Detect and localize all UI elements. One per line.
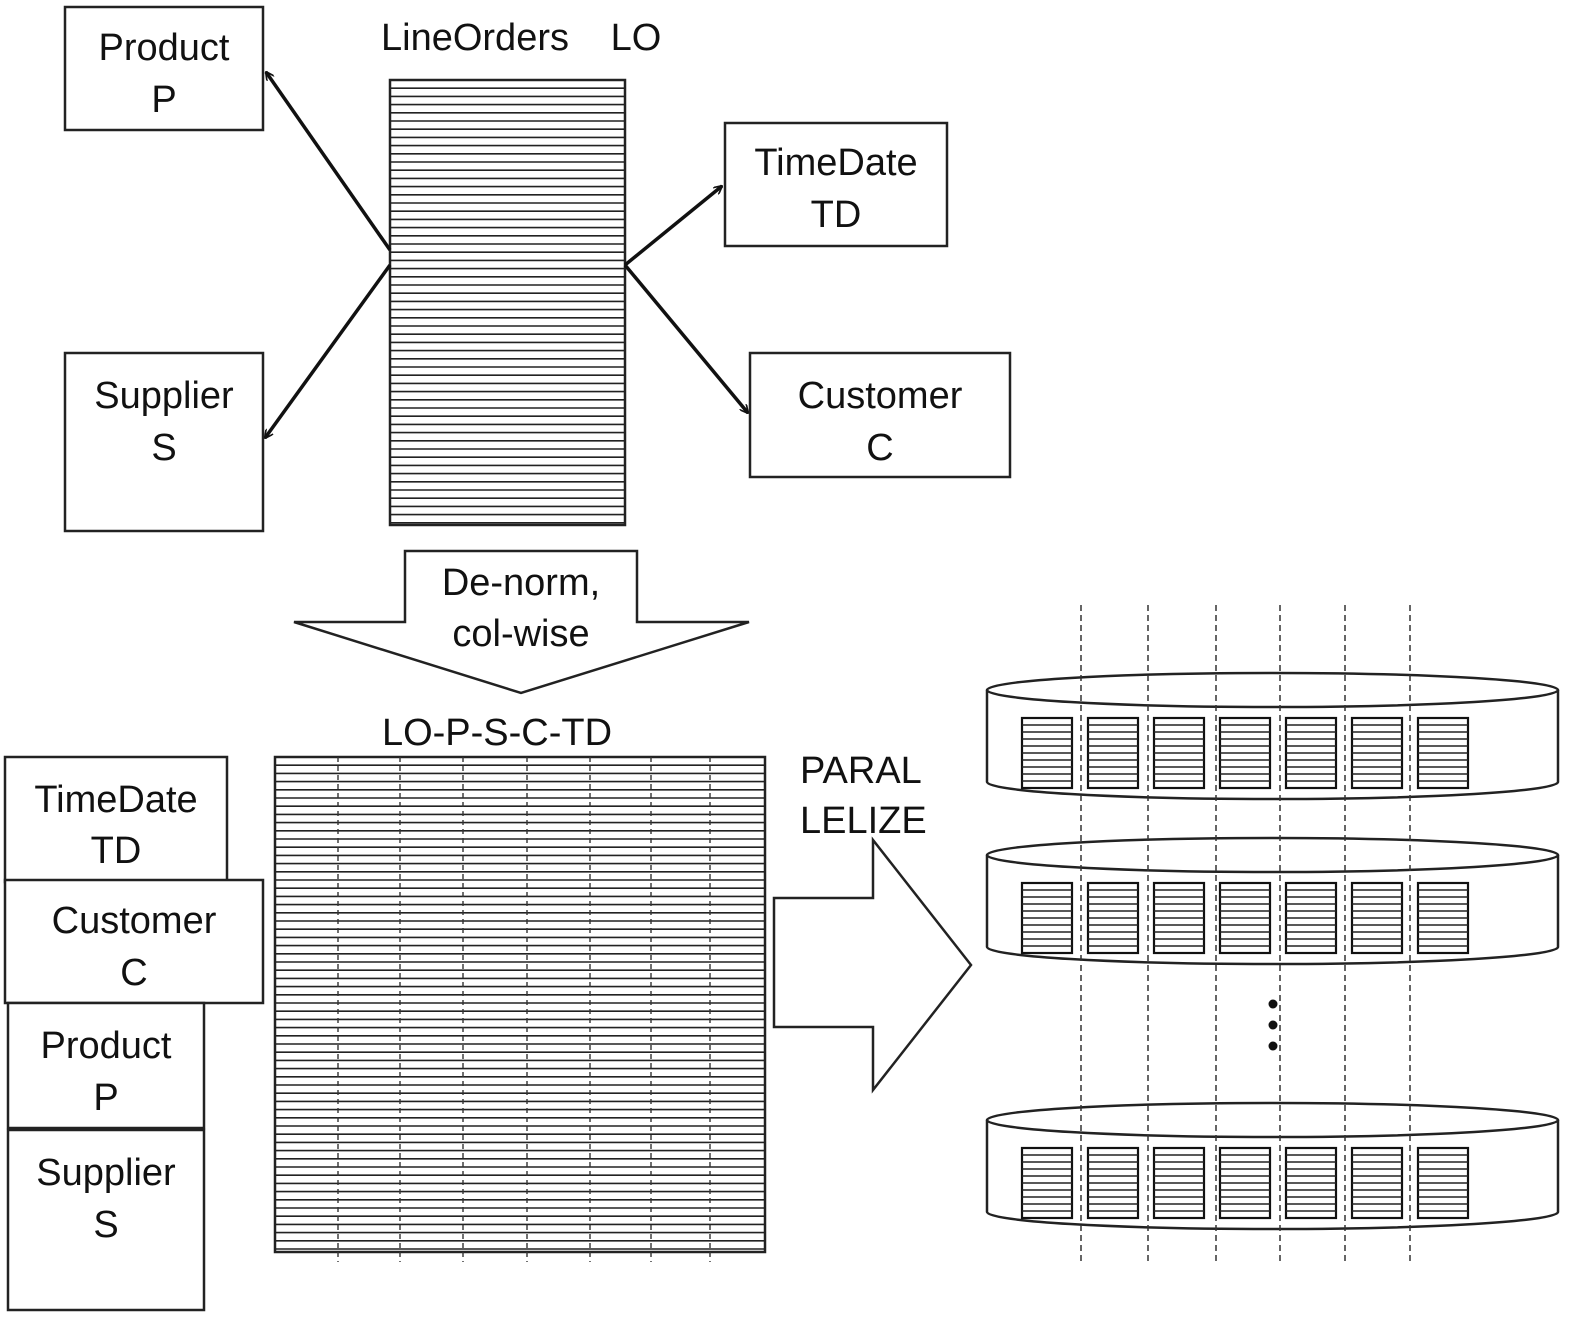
- disk-stack: [985, 671, 1560, 1231]
- timedate-box-top: TimeDate TD: [723, 121, 949, 248]
- svg-text:Supplier: Supplier: [94, 375, 234, 417]
- customer-box-bottom: Customer C: [3, 878, 265, 1005]
- parallelize-label-line1: PARAL: [800, 750, 922, 792]
- disk-ellipsis: ...: [1268, 999, 1278, 1051]
- denorm-label-line1: De-norm,: [442, 562, 600, 604]
- column-block: [1284, 881, 1338, 955]
- column-block: [1152, 716, 1206, 790]
- column-block: [1218, 881, 1272, 955]
- parallelize-arrow: [772, 836, 973, 1094]
- svg-text:Product: Product: [41, 1025, 172, 1067]
- denormalized-table: [273, 755, 767, 1262]
- denorm-label-line2: col-wise: [452, 613, 589, 655]
- svg-text:TimeDate: TimeDate: [34, 779, 197, 821]
- svg-text:Product: Product: [99, 27, 230, 69]
- product-box-top: Product P: [63, 5, 265, 132]
- arrow-to-supplier: [265, 263, 392, 438]
- fact-table-abbr: LO: [611, 17, 662, 59]
- column-block: [1152, 1146, 1206, 1220]
- svg-text:Customer: Customer: [52, 900, 217, 942]
- column-block: [1218, 716, 1272, 790]
- column-block: [1218, 1146, 1272, 1220]
- column-block: [1350, 716, 1404, 790]
- fact-table-title: LineOrders: [381, 17, 569, 59]
- column-block: [1086, 716, 1140, 790]
- parallelize-label-line2: LELIZE: [800, 800, 927, 842]
- column-block: [1020, 1146, 1074, 1220]
- column-block: [1350, 881, 1404, 955]
- svg-text:Supplier: Supplier: [36, 1152, 176, 1194]
- svg-text:S: S: [93, 1204, 118, 1246]
- disk-top: [985, 836, 1560, 874]
- lineorders-table: [388, 78, 627, 527]
- column-block: [1086, 881, 1140, 955]
- disk-top: [985, 1101, 1560, 1139]
- column-block: [1416, 1146, 1470, 1220]
- column-block: [1284, 1146, 1338, 1220]
- svg-text:TD: TD: [91, 830, 142, 872]
- svg-text:Customer: Customer: [798, 375, 963, 417]
- svg-text:C: C: [120, 952, 147, 994]
- denorm-arrow: De-norm, col-wise: [293, 549, 750, 695]
- arrow-to-customer: [623, 263, 748, 413]
- denorm-table-title: LO-P-S-C-TD: [382, 712, 612, 754]
- column-block: [1020, 716, 1074, 790]
- column-block: [1416, 881, 1470, 955]
- column-block: [1152, 881, 1206, 955]
- disk-top: [985, 671, 1560, 709]
- svg-text:TD: TD: [811, 194, 862, 236]
- column-block: [1284, 716, 1338, 790]
- disk-2: [985, 836, 1560, 966]
- column-block: [1086, 1146, 1140, 1220]
- supplier-box-bottom: Supplier S: [6, 1128, 206, 1312]
- timedate-box-bottom: TimeDate TD: [3, 755, 229, 884]
- svg-text:S: S: [151, 427, 176, 469]
- disk-3: [985, 1101, 1560, 1231]
- column-block: [1020, 881, 1074, 955]
- column-block: [1416, 716, 1470, 790]
- svg-text:P: P: [151, 79, 176, 121]
- customer-box-top: Customer C: [748, 351, 1012, 479]
- svg-text:C: C: [866, 427, 893, 469]
- arrow-to-timedate: [623, 186, 722, 267]
- disk-1: [985, 671, 1560, 801]
- svg-text:TimeDate: TimeDate: [754, 142, 917, 184]
- arrow-to-product: [266, 72, 392, 252]
- supplier-box-top: Supplier S: [63, 351, 265, 533]
- product-box-bottom: Product P: [6, 1001, 206, 1130]
- column-block: [1350, 1146, 1404, 1220]
- svg-text:P: P: [93, 1077, 118, 1119]
